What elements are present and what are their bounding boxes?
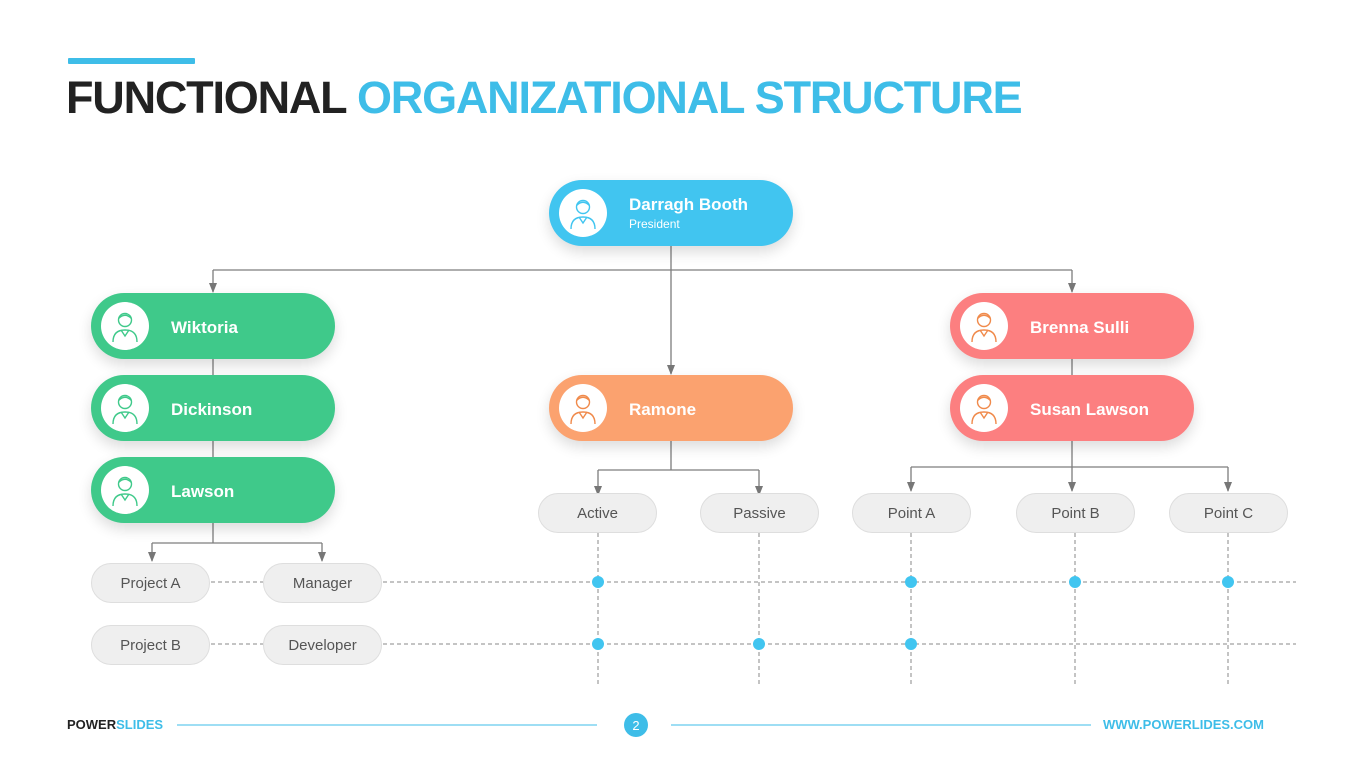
dot-active-developer [592,638,604,650]
pill-passive[interactable]: Passive [700,493,819,533]
title-accent-bar [68,58,195,64]
footer-brand: POWERSLIDES [67,717,163,732]
pill-point-c[interactable]: Point C [1169,493,1288,533]
title-part-2: ORGANIZATIONAL STRUCTURE [356,72,1023,123]
node-lawson[interactable]: Lawson [91,457,335,523]
person-icon [559,384,607,432]
node-name: Ramone [629,400,697,419]
pill-point-a[interactable]: Point A [852,493,971,533]
node-wiktoria[interactable]: Wiktoria [91,293,335,359]
person-icon [101,466,149,514]
pill-manager[interactable]: Manager [263,563,382,603]
node-name: Dickinson [171,400,253,419]
node-ramone[interactable]: Ramone [549,375,793,441]
node-name: Susan Lawson [1030,400,1150,419]
brand-part-1: POWER [67,717,117,732]
node-name: Wiktoria [171,318,238,337]
pill-active[interactable]: Active [538,493,657,533]
node-president[interactable]: Darragh Booth President [549,180,793,246]
person-icon [559,189,607,237]
brand-part-2: SLIDES [116,717,164,732]
person-icon [960,384,1008,432]
footer-url[interactable]: WWW.POWERLIDES.COM [1102,717,1264,732]
pill-project-a[interactable]: Project A [91,563,210,603]
node-susan-lawson[interactable]: Susan Lawson [950,375,1194,441]
node-name: Lawson [171,482,235,501]
page-title: FUNCTIONAL ORGANIZATIONAL STRUCTURE [66,72,1023,124]
person-icon [960,302,1008,350]
page-number: 2 [624,713,648,737]
dot-passive-developer [753,638,765,650]
dot-active-manager [592,576,604,588]
pill-project-b[interactable]: Project B [91,625,210,665]
pill-developer[interactable]: Developer [263,625,382,665]
president-role: President [629,217,680,231]
dot-point-a-developer [905,638,917,650]
node-name: Brenna Sulli [1030,318,1130,337]
dot-point-b-manager [1069,576,1081,588]
node-dickinson[interactable]: Dickinson [91,375,335,441]
person-icon [101,384,149,432]
dot-point-a-manager [905,576,917,588]
person-icon [101,302,149,350]
pill-point-b[interactable]: Point B [1016,493,1135,533]
title-part-1: FUNCTIONAL [66,72,347,123]
president-name: Darragh Booth [629,195,748,214]
dot-point-c-manager [1222,576,1234,588]
node-brenna-sulli[interactable]: Brenna Sulli [950,293,1194,359]
